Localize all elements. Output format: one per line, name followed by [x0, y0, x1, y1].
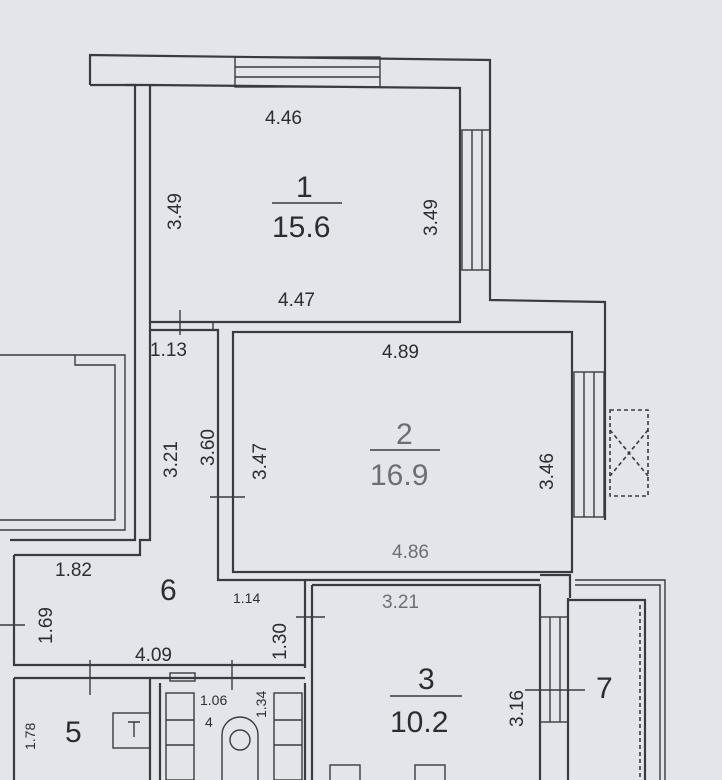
room-2-area: 16.9: [370, 459, 428, 492]
room-5-left-dim: 1.78: [22, 723, 38, 750]
room-6-bottom-dim: 4.09: [135, 645, 172, 666]
bathroom-fixtures: [112, 692, 446, 780]
room-3-area: 10.2: [390, 706, 448, 739]
room-3-right-dim: 3.16: [507, 690, 528, 727]
room-2-number: 2: [396, 418, 413, 451]
room-1-top-dim: 4.46: [265, 108, 302, 129]
room-6-right-dim: 1.30: [270, 623, 291, 660]
room-3-number: 3: [418, 663, 435, 696]
room-6-number: 6: [160, 574, 177, 607]
corridor-top-dim: 1.13: [150, 340, 187, 361]
corridor-right-dim: 3.60: [198, 429, 219, 466]
room-1-bottom-dim: 4.47: [278, 290, 315, 311]
room-4-number: 4: [205, 714, 213, 730]
room-2-left-dim: 3.47: [250, 443, 271, 480]
room-2-right-dim: 3.46: [537, 453, 558, 490]
room-4-top-dim: 1.06: [200, 692, 227, 708]
windows: [234, 56, 649, 723]
room-6-top-dim: 1.82: [55, 560, 92, 581]
room-2-bottom-dim: 4.86: [392, 542, 429, 563]
room-1-area: 15.6: [272, 211, 330, 244]
room-1-number: 1: [296, 171, 313, 204]
walls: [0, 53, 666, 780]
room-2-top-dim: 4.89: [382, 342, 419, 363]
room-3-top-dim: 3.21: [382, 592, 419, 613]
room-6-right-top-dim: 1.14: [233, 590, 260, 606]
room-7-number: 7: [596, 672, 613, 705]
corridor-left-dim: 3.21: [161, 441, 182, 478]
room-1-left-dim: 3.49: [165, 193, 186, 230]
room-1-right-dim: 3.49: [421, 199, 442, 236]
room-5-number: 5: [65, 716, 82, 749]
room-6-left-dim: 1.69: [36, 607, 57, 644]
room-4-right-dim: 1.34: [253, 691, 269, 718]
door-marks: [0, 310, 585, 695]
